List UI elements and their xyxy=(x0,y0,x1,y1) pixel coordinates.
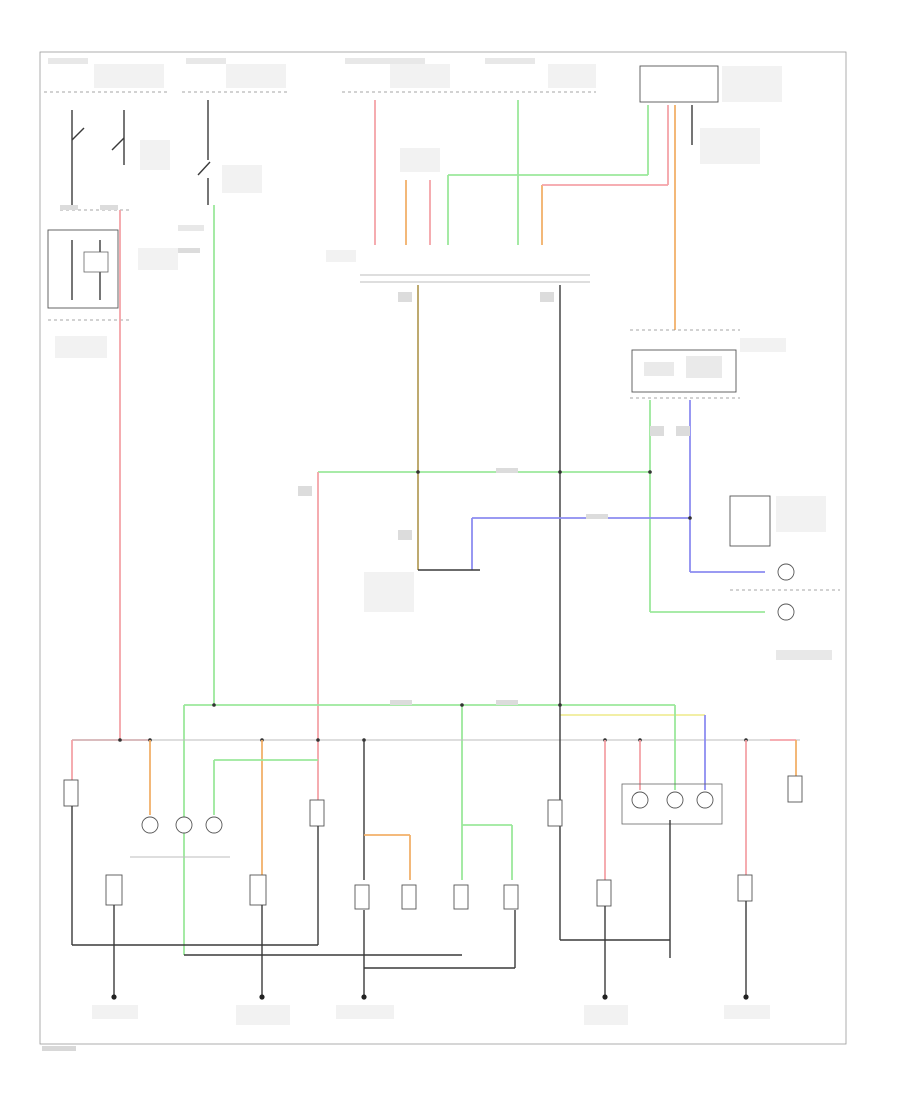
flasher-unit xyxy=(639,65,782,164)
ground-g1 xyxy=(92,994,138,1019)
turn-signal-switch-right xyxy=(630,329,786,399)
turn-signal-switch xyxy=(138,100,262,270)
ground-g4 xyxy=(584,994,628,1025)
top-connector xyxy=(326,100,693,330)
left-rear-turn-lamp xyxy=(105,874,417,910)
ground-g2 xyxy=(236,994,290,1025)
hot-in-run-fuse-block xyxy=(182,58,290,93)
hot-at-all-times-fuse-block xyxy=(44,58,168,93)
diagram-frame xyxy=(39,51,847,1045)
right-rear-turn-lamp xyxy=(453,874,753,910)
left-front-turn-lamp xyxy=(63,779,230,858)
indicator-lamps xyxy=(729,495,840,660)
combination-switch xyxy=(60,110,170,211)
ground-g5 xyxy=(724,994,770,1019)
hazard-relay xyxy=(47,229,130,358)
wire-tags xyxy=(60,205,690,705)
ground-g3 xyxy=(336,994,394,1019)
right-front-turn-lamp xyxy=(309,775,803,827)
hot-at-accessory-fuse-block xyxy=(342,58,596,93)
